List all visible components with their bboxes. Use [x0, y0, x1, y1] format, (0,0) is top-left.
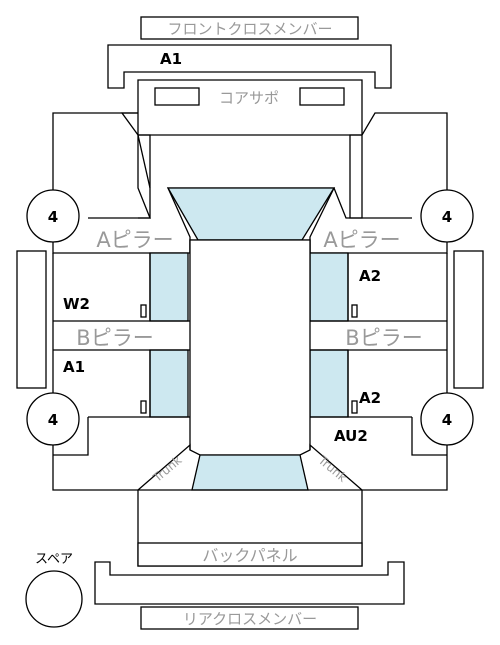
right-side-outline[interactable]: [362, 253, 448, 491]
door-handle-rear-left[interactable]: [140, 400, 147, 414]
tyre-rear-left-code: 4: [48, 411, 58, 429]
back-panel-box[interactable]: [137, 542, 363, 567]
rear-door-right-code: A2: [359, 389, 381, 407]
rear-cross-member-label: リアクロスメンバー: [183, 610, 317, 628]
rear-cross-member-box[interactable]: [140, 606, 359, 630]
rear-door-left-code: A1: [63, 358, 85, 376]
tyre-front-left-code: 4: [48, 208, 58, 226]
c-pillar-left-outer: [137, 443, 191, 491]
left-side-outline[interactable]: [52, 253, 138, 491]
front-cross-member-label: フロントクロスメンバー: [167, 20, 332, 38]
a-pillar-right-label: Aピラー: [323, 228, 400, 252]
front-damage-code: A1: [160, 50, 182, 68]
tyre-rear-right-code: 4: [442, 411, 452, 429]
trunk-right-label: Trunk: [315, 452, 350, 484]
headlight-left: [154, 87, 200, 106]
roof-panel[interactable]: [189, 239, 311, 456]
door-handle-front-left[interactable]: [140, 304, 147, 318]
tyre-front-right-code: 4: [442, 208, 452, 226]
core-support-outline[interactable]: [137, 79, 363, 113]
hood-edge-left: [137, 113, 151, 189]
spare-tyre[interactable]: [25, 570, 83, 628]
door-handle-front-right[interactable]: [351, 304, 358, 318]
rear-quarter-right: [411, 417, 447, 456]
rocker-panel-left[interactable]: [16, 250, 47, 389]
side-window-front-left[interactable]: [149, 252, 189, 322]
tyre-front-left[interactable]: [26, 189, 80, 243]
side-window-rear-right[interactable]: [309, 349, 349, 418]
a-pillar-base-right: [349, 134, 412, 219]
tyre-rear-left[interactable]: [26, 392, 80, 446]
back-panel-label: バックパネル: [202, 546, 297, 565]
trunk-left-label: Trunk: [150, 453, 185, 485]
headlight-right: [299, 87, 345, 106]
a-pillar-left-label: Aピラー: [96, 228, 173, 252]
front-fender-inner-left: [120, 112, 151, 219]
side-window-front-right[interactable]: [309, 252, 349, 322]
core-support-label: コアサポ: [219, 89, 279, 107]
rear-window[interactable]: [191, 454, 309, 491]
door-handle-rear-right[interactable]: [351, 400, 358, 414]
front-door-left-code: W2: [63, 295, 90, 313]
b-pillar-left-label: Bピラー: [76, 326, 153, 350]
spare-label: スペア: [35, 552, 73, 567]
front-door-right-code: A2: [359, 267, 381, 285]
c-pillar-right-outer: [309, 443, 363, 491]
tyre-front-right[interactable]: [420, 189, 474, 243]
front-cross-member-box[interactable]: [140, 16, 359, 40]
side-window-rear-left[interactable]: [149, 349, 189, 418]
tyre-rear-right[interactable]: [420, 392, 474, 446]
rear-quarter-right-code: AU2: [334, 427, 368, 445]
rocker-panel-right[interactable]: [453, 250, 484, 389]
front-bumper[interactable]: [107, 44, 392, 89]
rear-quarter-left: [53, 417, 89, 456]
b-pillar-right-label: Bピラー: [345, 326, 422, 350]
rear-bumper[interactable]: [94, 561, 405, 605]
windshield[interactable]: [166, 187, 336, 241]
